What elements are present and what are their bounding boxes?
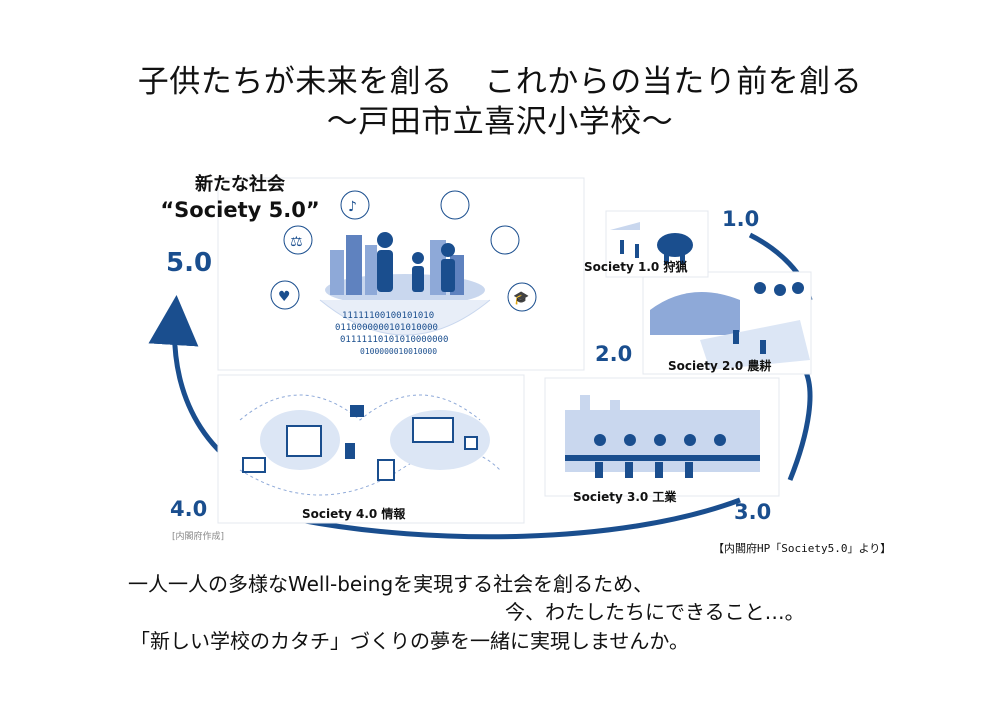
body-line2: 今、わたしたちにできること…。 xyxy=(505,600,805,624)
svg-text:♥: ♥ xyxy=(278,289,291,305)
number-2: 2.0 xyxy=(595,342,633,366)
caption-line1: 新たな社会 xyxy=(195,174,285,195)
society5-panel: ♪ ⚖ ♥ 🎓 11111100100101010 01100000001010… xyxy=(217,177,585,371)
cycle-arrow-right xyxy=(787,368,813,481)
page-title-line1: 子供たちが未来を創る これからの当たり前を創る xyxy=(137,64,863,100)
figure-credit: [内閣府作成] xyxy=(172,532,225,542)
label-society3: Society 3.0 工業 xyxy=(573,490,677,504)
caption-line2: “Society 5.0” xyxy=(160,198,320,222)
source-note: 【内閣府HP「Society5.0」より】 xyxy=(713,542,892,555)
label-society4: Society 4.0 情報 xyxy=(302,507,406,521)
cycle-arrow-bottom xyxy=(299,497,741,540)
number-1: 1.0 xyxy=(722,207,760,231)
svg-text:🎓: 🎓 xyxy=(513,291,529,306)
label-society1: Society 1.0 狩猟 xyxy=(584,260,688,274)
body-line1: 一人一人の多様なWell-beingを実現する社会を創るため、 xyxy=(128,572,654,596)
binary-line-4: 0100000010010000 xyxy=(360,347,437,356)
society1-panel xyxy=(605,210,709,278)
society4-panel xyxy=(217,374,525,524)
svg-text:♪: ♪ xyxy=(348,199,357,215)
svg-text:⚖: ⚖ xyxy=(290,234,303,250)
society3-panel xyxy=(544,377,780,497)
page-title-line2: ～戸田市立喜沢小学校～ xyxy=(326,104,674,140)
binary-line-2: 0110000000101010000 xyxy=(335,323,438,333)
number-4: 4.0 xyxy=(170,497,208,521)
number-3: 3.0 xyxy=(734,500,772,524)
binary-line-1: 11111100100101010 xyxy=(342,311,434,321)
society5-caption: 新たな社会 “Society 5.0” xyxy=(140,170,340,222)
label-society2: Society 2.0 農耕 xyxy=(668,359,772,373)
binary-line-3: 01111110101010000000 xyxy=(340,335,448,345)
body-line3: 「新しい学校のカタチ」づくりの夢を一緒に実現しませんか。 xyxy=(130,629,689,653)
number-5: 5.0 xyxy=(166,248,213,278)
society2-panel xyxy=(642,271,812,375)
